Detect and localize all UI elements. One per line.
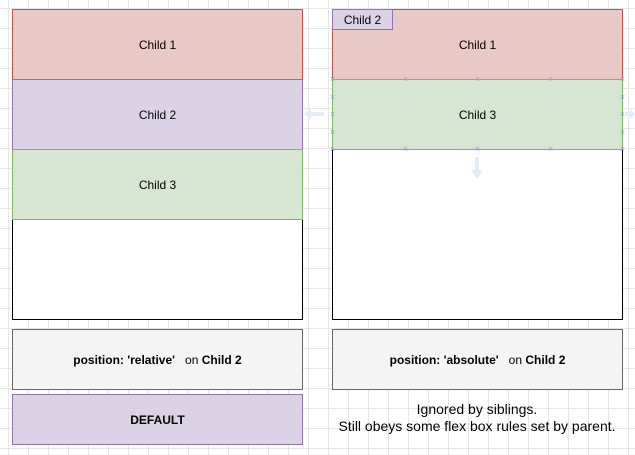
absolute-note-line-2: Still obeys some flex box rules set by p… <box>338 418 616 434</box>
selection-handle-icon[interactable]: × <box>329 144 336 154</box>
left-child-3[interactable]: Child 3 <box>12 149 303 220</box>
selection-handle-icon[interactable]: × <box>329 74 336 84</box>
left-child-1[interactable]: Child 1 <box>12 9 303 80</box>
selection-handle-icon[interactable]: × <box>619 109 626 119</box>
selection-handle-icon[interactable]: × <box>329 127 336 137</box>
left-child-2[interactable]: Child 2 <box>12 79 303 150</box>
selection-handle-icon[interactable]: × <box>402 74 409 84</box>
left-child-2-label: Child 2 <box>138 107 177 122</box>
selection-handle-icon[interactable]: × <box>474 74 481 84</box>
selection-handle-icon[interactable]: × <box>619 74 626 84</box>
relative-caption-prefix: position: 'relative' <box>73 352 175 367</box>
selection-handle-icon[interactable]: × <box>619 144 626 154</box>
left-child-3-label: Child 3 <box>138 177 177 192</box>
selection-handle-icon[interactable]: × <box>474 144 481 154</box>
absolute-caption-target: Child 2 <box>525 352 566 367</box>
absolute-caption-prefix: position: 'absolute' <box>389 352 499 367</box>
default-label-box: DEFAULT <box>12 394 303 445</box>
selection-handle-icon[interactable]: × <box>619 127 626 137</box>
absolute-note: Ignored by siblings. Still obeys some fl… <box>322 401 632 435</box>
left-child-1-label: Child 1 <box>138 37 177 52</box>
right-child-2-label: Child 2 <box>343 12 382 27</box>
relative-caption-mid: on <box>185 352 199 367</box>
selection-handle-icon[interactable]: × <box>329 109 336 119</box>
right-child-2-absolute[interactable]: Child 2 <box>332 9 393 30</box>
right-child-3[interactable]: Child 3 <box>332 79 623 150</box>
faint-left-arrow-icon <box>304 109 324 119</box>
right-child-1-label: Child 1 <box>458 37 497 52</box>
selection-handle-icon[interactable]: × <box>329 92 336 102</box>
default-label: DEFAULT <box>130 412 185 427</box>
faint-right-arrow-icon <box>625 109 635 119</box>
relative-caption: position: 'relative' on Child 2 <box>12 329 303 390</box>
absolute-note-line-1: Ignored by siblings. <box>416 401 538 417</box>
selection-handle-icon[interactable]: × <box>547 74 554 84</box>
selection-handle-icon[interactable]: × <box>547 144 554 154</box>
absolute-caption: position: 'absolute' on Child 2 <box>332 329 623 390</box>
right-child-3-label: Child 3 <box>458 107 497 122</box>
relative-caption-target: Child 2 <box>201 352 242 367</box>
selection-handle-icon[interactable]: × <box>619 92 626 102</box>
absolute-caption-mid: on <box>508 352 523 367</box>
selection-handle-icon[interactable]: × <box>402 144 409 154</box>
